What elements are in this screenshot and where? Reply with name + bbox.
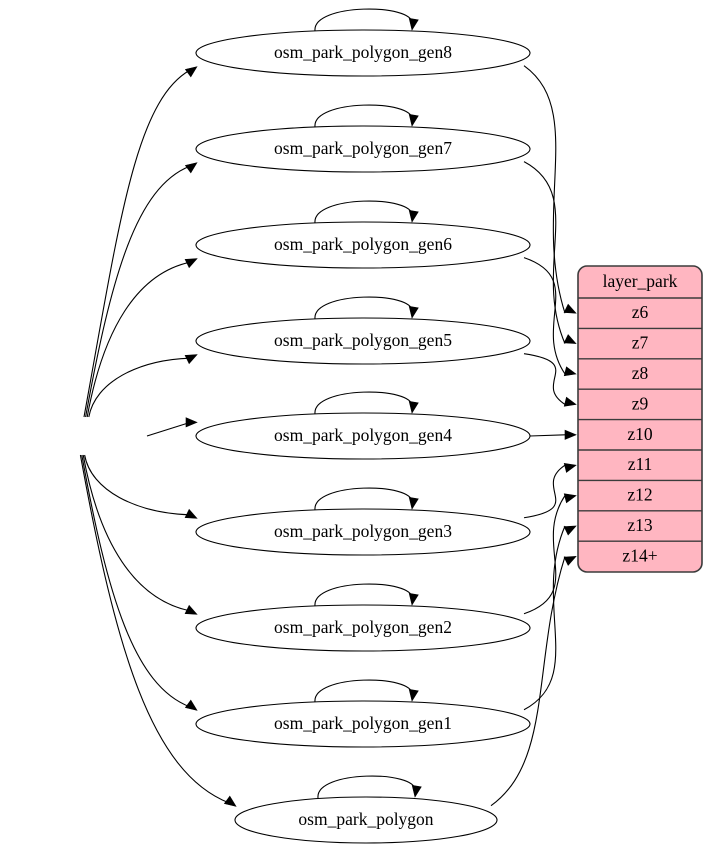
edge-imposm3-to-osm-park-polygon-gen8 — [83, 69, 191, 418]
edges-layer — [79, 8, 577, 807]
edge-osm-park-polygon-gen6-to-z8 — [523, 257, 566, 375]
self-loop-osm-park-polygon-gen2 — [314, 583, 413, 607]
node-label-osm-park-polygon-gen4: osm_park_polygon_gen4 — [274, 425, 452, 445]
self-loop-arrow-osm-park-polygon-gen5 — [408, 306, 419, 319]
edge-imposm3-to-osm-park-polygon-gen1 — [81, 454, 191, 708]
edge-osm-park-polygon-gen8-to-z6 — [523, 65, 566, 314]
node-label-osm-park-polygon-gen5: osm_park_polygon_gen5 — [274, 330, 452, 350]
arrow-osm-park-polygon-gen2-to-table — [563, 493, 577, 504]
arrow-imposm3-to-osm-park-polygon-gen6 — [184, 258, 198, 269]
table-row-z11[interactable]: z11 — [628, 454, 653, 474]
node-osm-park-polygon-gen6[interactable] — [195, 221, 531, 269]
self-loop-arrow-osm-park-polygon-gen6 — [408, 210, 419, 223]
edge-imposm3-to-osm-park-polygon-gen7 — [85, 165, 191, 418]
node-label-osm-park-polygon-gen8: osm_park_polygon_gen8 — [274, 42, 452, 62]
arrow-osm-park-polygon-gen3-to-table — [563, 463, 577, 473]
node-osm-park-polygon-gen5[interactable] — [195, 317, 531, 365]
node-label-osm-park-polygon: osm_park_polygon — [298, 809, 433, 829]
node-osm-park-polygon-gen3[interactable] — [195, 508, 531, 556]
table-row-z10[interactable]: z10 — [627, 424, 653, 444]
self-loop-arrow-osm-park-polygon — [411, 785, 422, 798]
node-osm-park-polygon-gen2[interactable] — [195, 604, 531, 652]
node-osm-park-polygon-gen4[interactable] — [195, 412, 531, 460]
node-osm-park-polygon[interactable] — [234, 796, 498, 844]
self-loop-osm-park-polygon-gen8 — [314, 8, 413, 32]
node-label-osm-park-polygon-gen3: osm_park_polygon_gen3 — [274, 521, 452, 541]
node-osm-park-polygon-gen7[interactable] — [195, 125, 531, 173]
table-row-z8[interactable]: z8 — [632, 363, 649, 383]
arrow-osm-park-polygon-gen5-to-table — [563, 396, 577, 407]
edge-imposm3-to-osm-park-polygon-gen2 — [82, 454, 191, 612]
node-osm-park-polygon-gen1[interactable] — [195, 700, 531, 748]
arrow-osm-park-polygon-gen8-to-table — [563, 303, 577, 314]
self-loop-osm-park-polygon-gen5 — [314, 296, 413, 320]
self-loop-osm-park-polygon-gen1 — [314, 679, 413, 703]
node-label-osm-park-polygon-gen7: osm_park_polygon_gen7 — [274, 138, 452, 158]
edge-osm-park-polygon-gen7-to-z7 — [523, 161, 566, 344]
edge-osm-park-polygon-gen1-to-z13 — [523, 525, 566, 711]
node-osm-park-polygon-gen8[interactable] — [195, 29, 531, 77]
arrow-imposm3-to-osm-park-polygon-gen4 — [185, 417, 198, 428]
edge-imposm3-to-osm-park-polygon-gen5 — [88, 357, 191, 418]
nodes-layer: osm_park_polygon_gen8 osm_park_polygon_ge… — [195, 29, 531, 844]
edge-imposm3-to-osm-park-polygon-gen3 — [84, 454, 191, 516]
table-row-z14plus[interactable]: z14+ — [622, 545, 657, 565]
table-row-z7[interactable]: z7 — [632, 333, 649, 353]
arrow-imposm3-to-osm-park-polygon-gen5 — [184, 354, 198, 365]
edge-osm-park-polygon-gen2-to-z12 — [523, 495, 566, 615]
table-row-z6[interactable]: z6 — [632, 302, 649, 322]
arrow-imposm3-to-osm-park-polygon-gen7 — [184, 162, 198, 174]
table-header-label: layer_park — [603, 271, 678, 291]
arrow-osm-park-polygon-gen6-to-table — [563, 366, 577, 377]
edge-osm-park-polygon-to-z14plus — [490, 556, 566, 807]
self-loop-arrow-osm-park-polygon-gen2 — [408, 593, 419, 606]
arrow-imposm3-to-osm-park-polygon-gen1 — [184, 699, 198, 711]
edge-osm-park-polygon-gen3-to-z11 — [523, 464, 566, 519]
self-loop-arrow-osm-park-polygon-gen8 — [408, 18, 419, 31]
edge-imposm3-to-osm-park-polygon-gen6 — [86, 261, 191, 418]
self-loop-osm-park-polygon — [317, 775, 416, 799]
self-loop-arrow-osm-park-polygon-gen7 — [408, 114, 419, 127]
table-row-z12[interactable]: z12 — [627, 485, 652, 505]
arrow-imposm3-to-osm-park-polygon-gen8 — [184, 66, 198, 78]
self-loop-arrow-osm-park-polygon-gen3 — [408, 497, 419, 510]
arrow-osm-park-polygon-gen7-to-table — [563, 334, 577, 344]
node-label-osm-park-polygon-gen6: osm_park_polygon_gen6 — [274, 234, 452, 254]
table-row-z9[interactable]: z9 — [632, 393, 649, 413]
arrow-imposm3-to-osm-park-polygon-gen2 — [184, 604, 198, 615]
edge-osm-park-polygon-gen4-to-z10 — [529, 434, 566, 437]
self-loop-arrow-osm-park-polygon-gen4 — [408, 401, 419, 414]
self-loop-arrow-osm-park-polygon-gen1 — [408, 689, 419, 702]
self-loop-osm-park-polygon-gen3 — [314, 487, 413, 511]
node-label-osm-park-polygon-gen1: osm_park_polygon_gen1 — [274, 713, 452, 733]
layer-park-table: layer_park z6 z7 z8 z9 z10 z11 z12 z13 z14+ — [577, 265, 703, 573]
self-loop-osm-park-polygon-gen6 — [314, 200, 413, 224]
self-loop-osm-park-polygon-gen4 — [314, 391, 413, 415]
edge-imposm3-to-osm-park-polygon-gen4 — [146, 422, 188, 437]
arrow-imposm3-to-osm-park-polygon — [223, 795, 237, 807]
table-row-z13[interactable]: z13 — [627, 515, 653, 535]
self-loop-osm-park-polygon-gen7 — [314, 104, 413, 128]
arrow-osm-park-polygon-to-table — [563, 556, 577, 566]
edge-osm-park-polygon-gen5-to-z9 — [523, 353, 566, 405]
node-label-osm-park-polygon-gen2: osm_park_polygon_gen2 — [274, 617, 452, 637]
arrow-imposm3-to-osm-park-polygon-gen3 — [184, 508, 198, 519]
arrow-osm-park-polygon-gen4-to-table — [564, 429, 577, 440]
arrow-osm-park-polygon-gen1-to-table — [563, 525, 577, 536]
edge-imposm3-to-osm-park-polygon — [79, 454, 230, 804]
